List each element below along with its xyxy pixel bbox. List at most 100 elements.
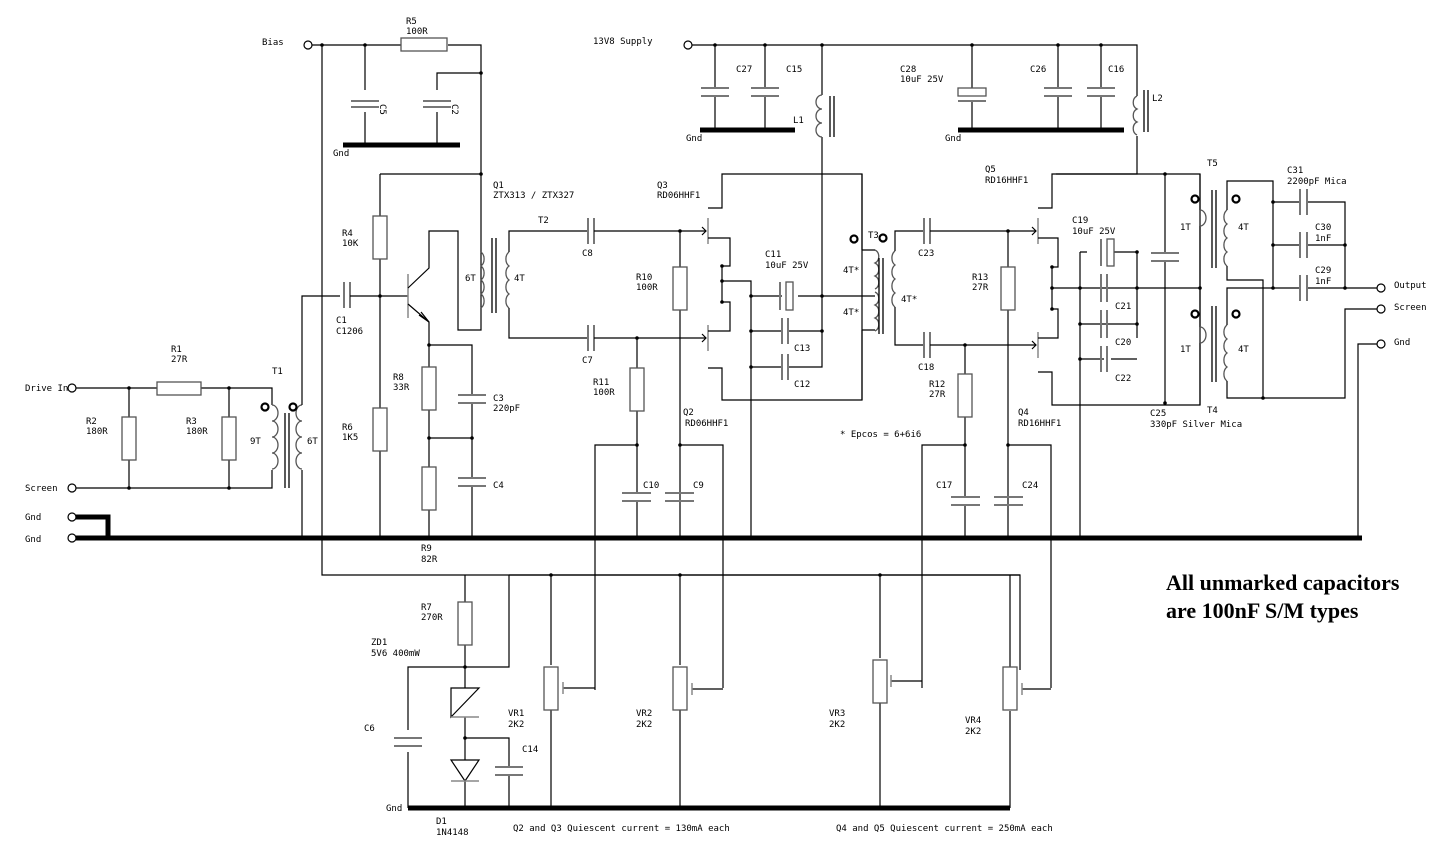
T5-primary-turns: 1T: [1180, 223, 1191, 233]
supply-terminal[interactable]: [683, 40, 693, 50]
C4-ref: C4: [493, 481, 504, 491]
capacitor-C6: [394, 737, 422, 747]
capacitor-C20: [1100, 310, 1108, 338]
output-label: Output: [1394, 281, 1427, 291]
bias-regulator: R7 270R ZD1 5V6 400mW C6 C14 D1 1N4148 G…: [364, 573, 1053, 838]
resistor-R10: [672, 266, 688, 311]
C13-ref: C13: [794, 344, 810, 354]
T3-primary-b-turns: 4T*: [843, 308, 859, 318]
C12-ref: C12: [794, 380, 810, 390]
inductor-L1: [815, 94, 823, 138]
C3-ref: C3: [493, 394, 504, 404]
resistor-R13: [1000, 266, 1016, 311]
VR1-ref: VR1: [508, 709, 524, 719]
R5-ref: R5: [406, 17, 417, 27]
bias-gnd-label: Gnd: [333, 149, 349, 159]
C11-ref: C11: [765, 250, 781, 260]
potentiometer-VR1[interactable]: [543, 666, 559, 711]
resistor-R11: [629, 367, 645, 412]
gnd-in-2-label: Gnd: [25, 535, 41, 545]
ZD1-value: 5V6 400mW: [371, 649, 420, 659]
capacitor-C3: [458, 394, 486, 404]
C27-ref: C27: [736, 65, 752, 75]
screen-in-terminal[interactable]: [67, 483, 77, 493]
gnd-out-terminal[interactable]: [1376, 339, 1386, 349]
T4-ref: T4: [1207, 406, 1218, 416]
bias-terminal-label: Bias: [262, 38, 284, 48]
Q5-value: RD16HHF1: [985, 176, 1028, 186]
output-terminal[interactable]: [1376, 283, 1386, 293]
VR2-ref: VR2: [636, 709, 652, 719]
gnd-out-label: Gnd: [1394, 338, 1410, 348]
resistor-R6: [372, 407, 388, 452]
inductor-L2: [1132, 95, 1139, 136]
resistor-R4: [372, 215, 388, 260]
screen-out-terminal[interactable]: [1376, 304, 1386, 314]
R8-value: 33R: [393, 383, 410, 393]
C24-ref: C24: [1022, 481, 1038, 491]
C19-value: 10uF 25V: [1072, 227, 1116, 237]
R1-ref: R1: [171, 345, 182, 355]
T4-secondary-turns: 4T: [1238, 345, 1249, 355]
VR1-value: 2K2: [508, 720, 524, 730]
C14-ref: C14: [522, 745, 538, 755]
VR3-value: 2K2: [829, 720, 845, 730]
gnd-in-1-terminal[interactable]: [67, 512, 77, 522]
C10-ref: C10: [643, 481, 659, 491]
T2-ref: T2: [538, 216, 549, 226]
capacitor-C2: [423, 100, 451, 108]
capacitor-C22: [1100, 346, 1108, 372]
capacitor-C5: [351, 100, 379, 108]
gnd-in-1-label: Gnd: [25, 513, 41, 523]
potentiometer-VR2[interactable]: [672, 666, 688, 711]
capacitor-C10: [622, 492, 651, 502]
R10-ref: R10: [636, 273, 652, 283]
C7-ref: C7: [582, 356, 593, 366]
T5-secondary-winding: [1223, 209, 1229, 267]
VR4-ref: VR4: [965, 716, 981, 726]
C31-value: 2200pF Mica: [1287, 177, 1347, 187]
potentiometer-VR3[interactable]: [872, 659, 888, 704]
C31-ref: C31: [1287, 166, 1303, 176]
resistor-R2: [121, 416, 137, 461]
capacitor-C9: [665, 492, 694, 502]
supply-label: 13V8 Supply: [593, 37, 653, 47]
supply-gnd-1-label: Gnd: [686, 134, 702, 144]
capacitor-note-line-2: are 100nF S/M types: [1166, 598, 1359, 623]
zener-diode-ZD1: [450, 687, 481, 719]
C29-ref: C29: [1315, 266, 1331, 276]
R13-value: 27R: [972, 283, 989, 293]
C8-ref: C8: [582, 249, 593, 259]
R11-ref: R11: [593, 378, 609, 388]
C20-ref: C20: [1115, 338, 1131, 348]
R7-ref: R7: [421, 603, 432, 613]
capacitor-C4: [458, 477, 486, 487]
C16-ref: C16: [1108, 65, 1124, 75]
capacitor-C26: [1044, 87, 1072, 97]
potentiometer-VR4[interactable]: [1002, 666, 1018, 711]
capacitor-note-line-1: All unmarked capacitors: [1166, 570, 1400, 595]
drive-in-terminal[interactable]: [67, 383, 77, 393]
C9-ref: C9: [693, 481, 704, 491]
supply-gnd-2-label: Gnd: [945, 134, 961, 144]
stage-2-pushpull: R10 100R R11 100R C10 C9 Q3 RD06HHF1 Q2 …: [593, 173, 863, 690]
capacitor-C23: [923, 218, 931, 244]
capacitor-C1: [343, 282, 351, 308]
gnd-in-2-terminal[interactable]: [67, 533, 77, 543]
capacitor-C12: [781, 354, 789, 380]
capacitor-C21: [1100, 274, 1108, 302]
bias-terminal[interactable]: [303, 40, 313, 50]
C3-value: 220pF: [493, 404, 520, 414]
C5-ref: C5: [377, 104, 387, 115]
ZD1-ref: ZD1: [371, 638, 387, 648]
output-network: C25 330pF Silver Mica T5 1T 4T T4 1T 4T …: [1150, 159, 1427, 538]
R5-value: 100R: [406, 27, 428, 37]
C22-ref: C22: [1115, 374, 1131, 384]
capacitor-C25: [1151, 252, 1179, 262]
capacitor-C24: [994, 496, 1023, 506]
C28-ref: C28: [900, 65, 916, 75]
C1-ref: C1: [336, 316, 347, 326]
R11-value: 100R: [593, 388, 615, 398]
R3-value: 180R: [186, 427, 208, 437]
